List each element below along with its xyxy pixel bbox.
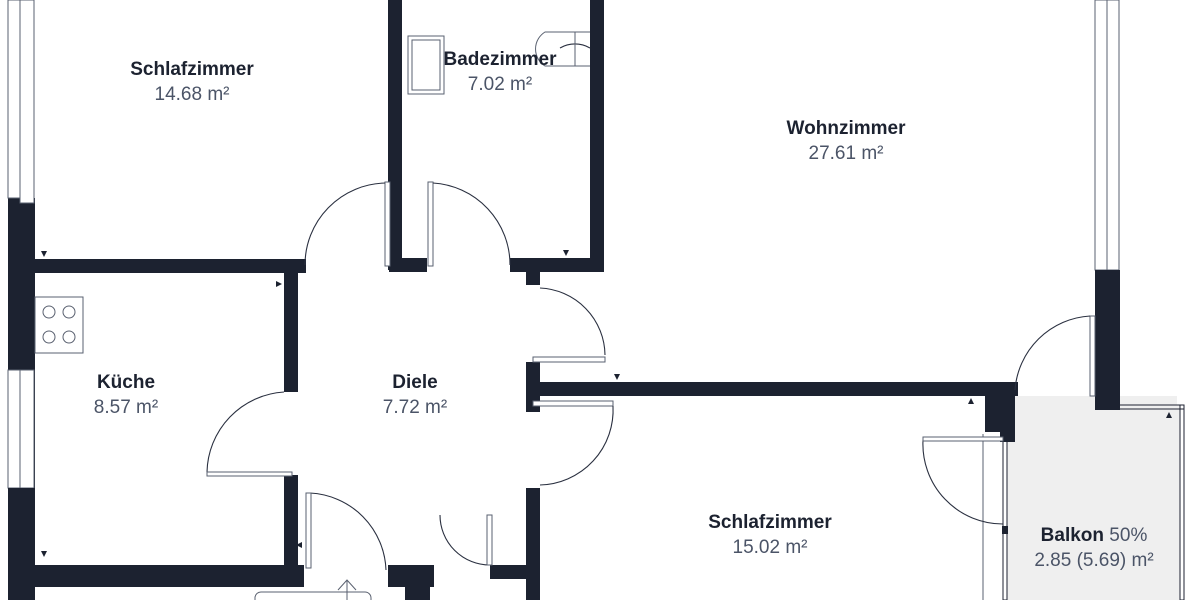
room-area: 7.02 m² [467, 74, 533, 95]
room-wohnzimmer: Wohnzimmer 27.61 m² [787, 117, 906, 167]
room-name: Badezimmer [443, 49, 557, 70]
room-schlafzimmer-1: Schlafzimmer 14.68 m² [130, 58, 254, 108]
room-name: Schlafzimmer [708, 512, 832, 533]
balkon-name: Balkon [1040, 525, 1105, 546]
room-name: Wohnzimmer [786, 118, 906, 139]
room-name: Küche [96, 372, 156, 393]
stove-icon [34, 296, 84, 354]
room-area: 27.61 m² [808, 143, 884, 164]
room-balkon: Balkon 50% 2.85 (5.69) m² [1034, 524, 1153, 574]
room-badezimmer: Badezimmer 7.02 m² [444, 48, 557, 98]
room-area: 2.85 (5.69) m² [1034, 550, 1154, 571]
room-diele: Diele 7.72 m² [383, 371, 447, 421]
room-kueche: Küche 8.57 m² [94, 371, 158, 421]
balkon-percent: 50% [1109, 525, 1148, 546]
entrance-arrow-icon [254, 579, 372, 600]
room-name: Schlafzimmer [130, 59, 254, 80]
sink-icon [407, 35, 445, 95]
room-schlafzimmer-2: Schlafzimmer 15.02 m² [708, 511, 832, 561]
room-name: Diele [392, 372, 438, 393]
room-name: Balkon 50% [1034, 524, 1153, 548]
room-area: 14.68 m² [154, 84, 230, 105]
room-area: 7.72 m² [382, 397, 448, 418]
room-area: 15.02 m² [732, 537, 808, 558]
toilet-icon [535, 31, 590, 67]
room-area: 8.57 m² [93, 397, 159, 418]
